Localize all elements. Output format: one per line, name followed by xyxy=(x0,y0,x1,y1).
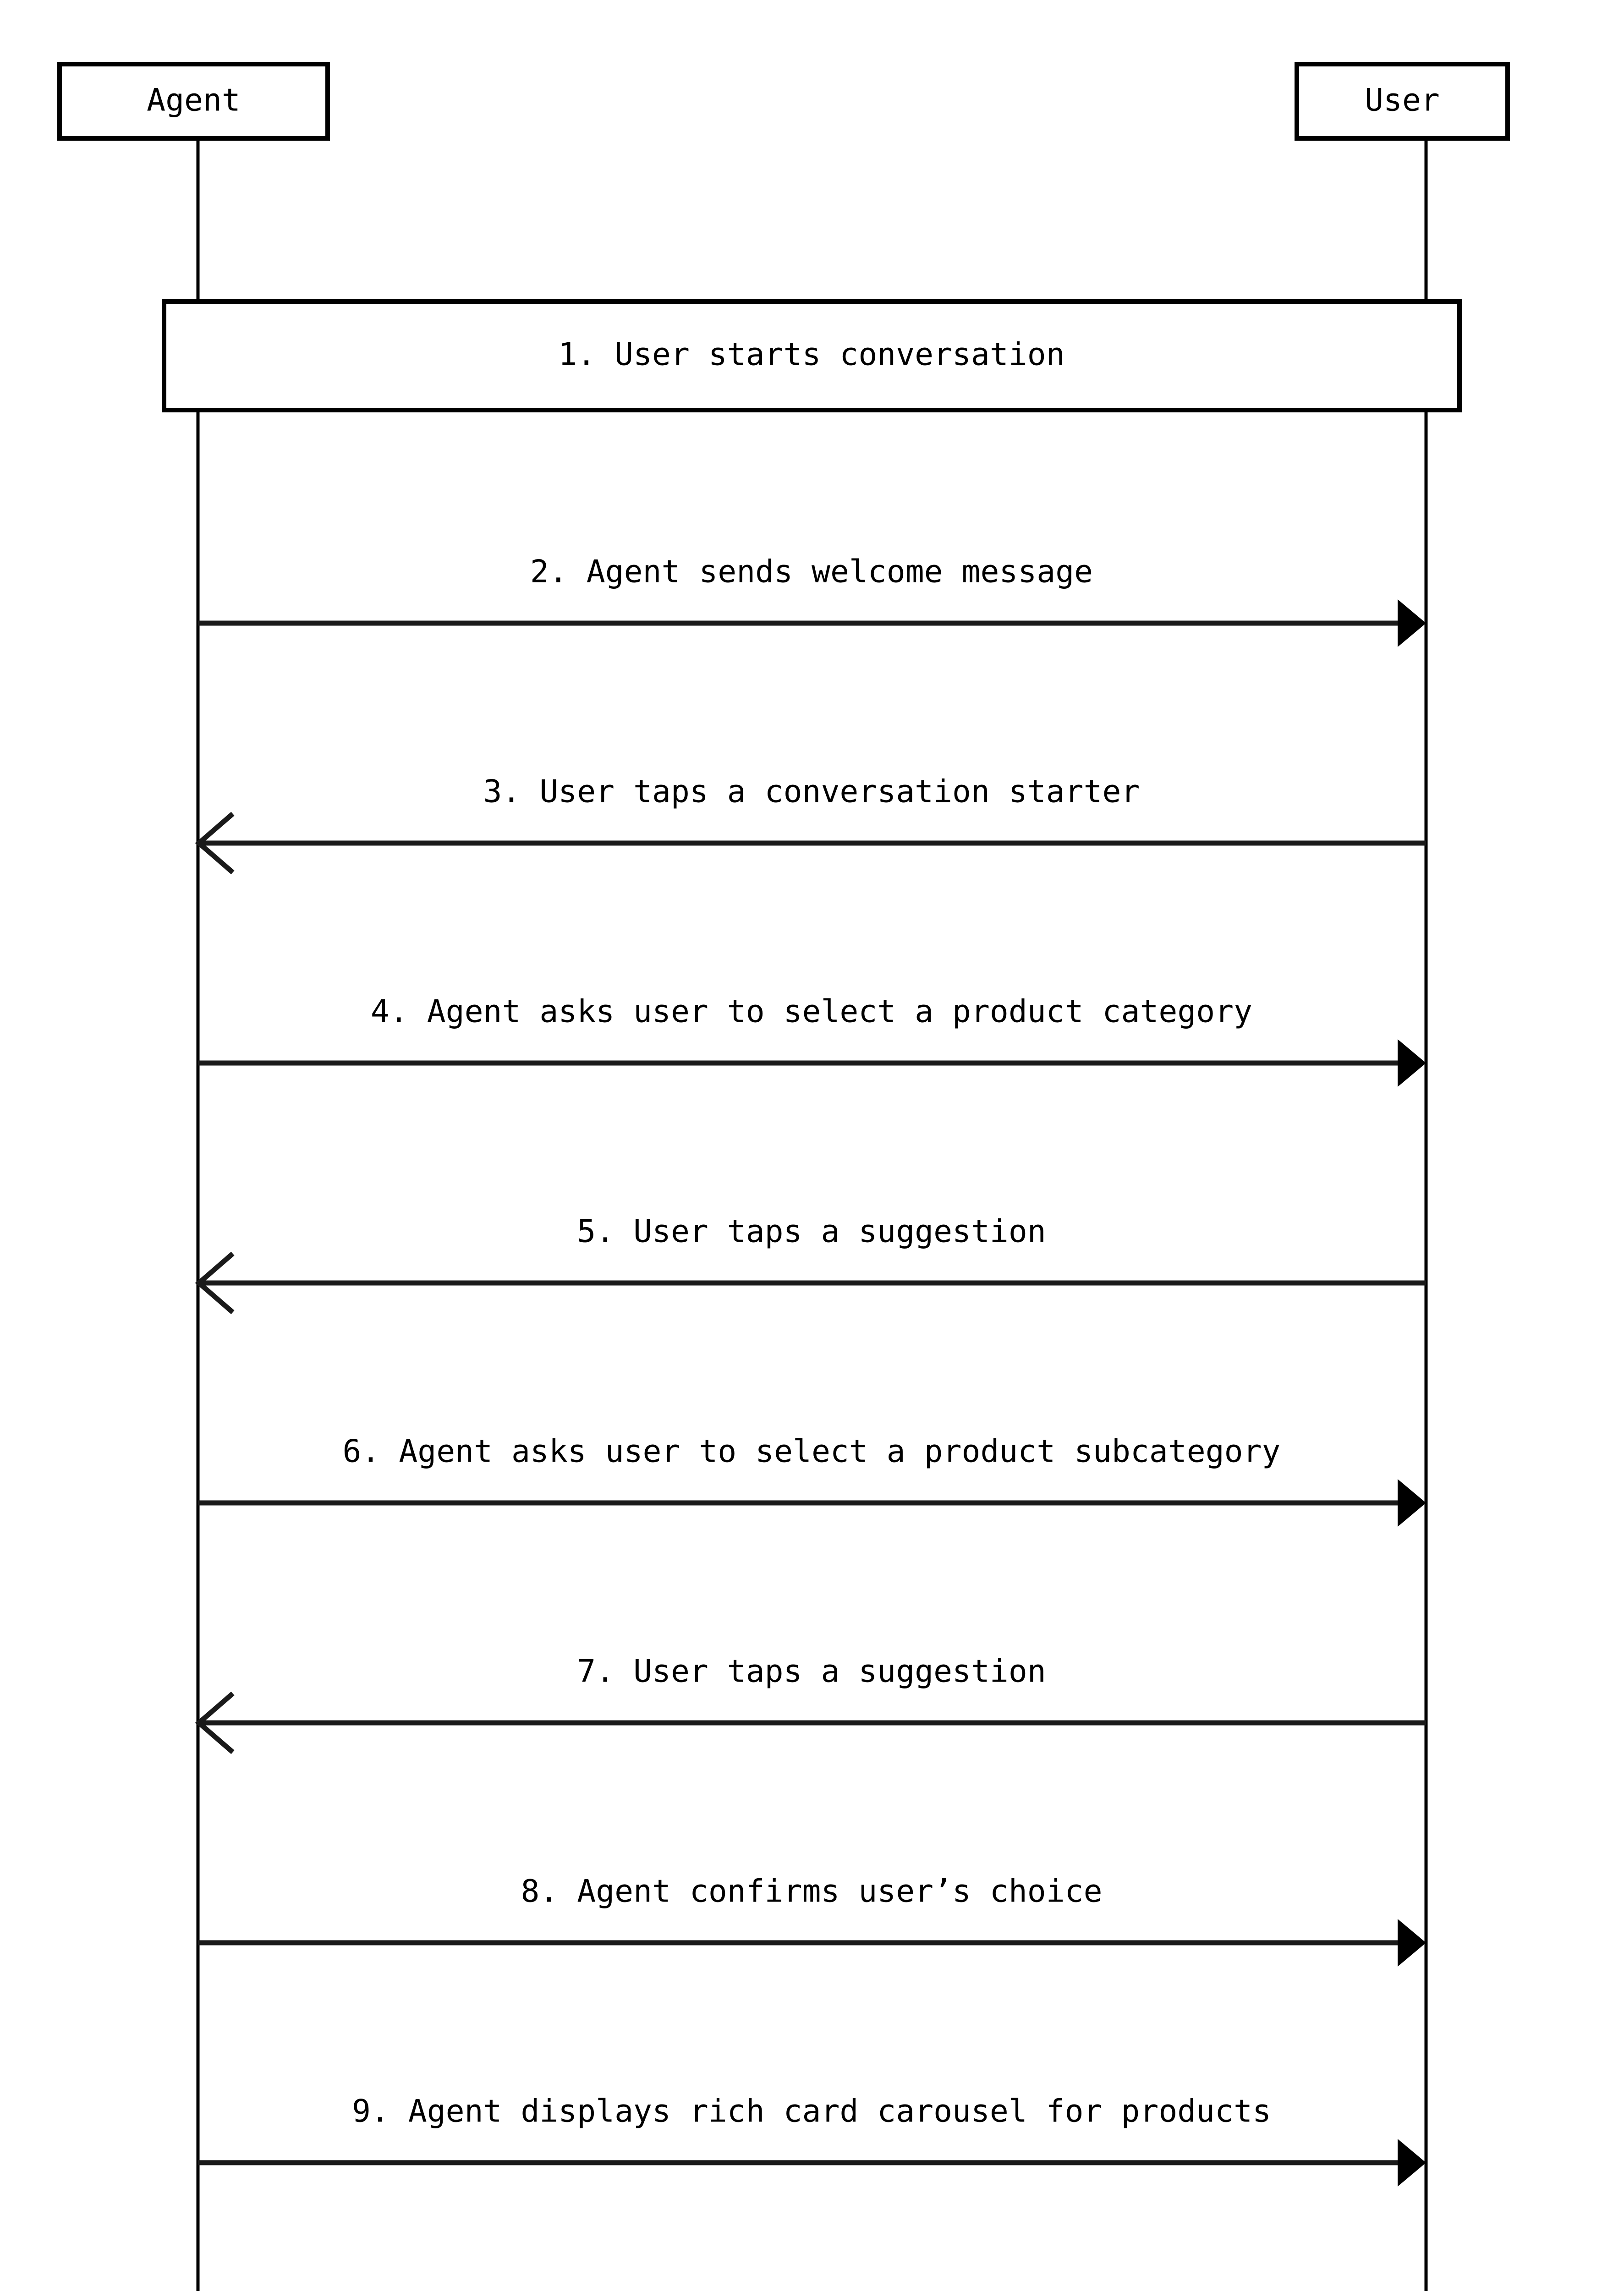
participant-boxes-layer: AgentUserAgentUser xyxy=(57,62,1510,141)
message-label-5: 5. User taps a suggestion xyxy=(577,1214,1046,1250)
message-8[interactable]: 8. Agent confirms user’s choice xyxy=(198,1874,1426,1967)
message-arrowhead-filled-6 xyxy=(1398,1479,1426,1527)
message-label-9: 9. Agent displays rich card carousel for… xyxy=(352,2094,1271,2130)
participant-box-top-user[interactable] xyxy=(1295,62,1510,141)
message-label-6: 6. Agent asks user to select a product s… xyxy=(343,1434,1281,1470)
message-arrowhead-filled-8 xyxy=(1398,1919,1426,1967)
message-label-3: 3. User taps a conversation starter xyxy=(483,774,1140,810)
participant-top-user[interactable]: User xyxy=(1295,62,1510,141)
message-arrowhead-open-7 xyxy=(195,1691,235,1754)
participant-top-agent[interactable]: Agent xyxy=(57,62,330,141)
message-arrowhead-open-5 xyxy=(195,1251,235,1315)
message-label-2: 2. Agent sends welcome message xyxy=(530,554,1093,590)
participant-label-top-user: User xyxy=(1365,82,1440,119)
message-3[interactable]: 3. User taps a conversation starter xyxy=(195,774,1426,875)
message-4[interactable]: 4. Agent asks user to select a product c… xyxy=(198,994,1426,1087)
message-2[interactable]: 2. Agent sends welcome message xyxy=(198,554,1426,647)
message-label-8: 8. Agent confirms user’s choice xyxy=(521,1874,1102,1910)
messages-layer: 2. Agent sends welcome message 3. User ta… xyxy=(195,554,1426,2187)
message-9[interactable]: 9. Agent displays rich card carousel for… xyxy=(198,2094,1426,2187)
participant-label-top-agent: Agent xyxy=(147,82,241,119)
note-box-1 xyxy=(162,299,1462,412)
message-7[interactable]: 7. User taps a suggestion xyxy=(195,1654,1426,1754)
notes-layer: 1. User starts conversation xyxy=(162,299,1462,412)
message-label-4: 4. Agent asks user to select a product c… xyxy=(371,994,1252,1030)
message-arrowhead-open-3 xyxy=(195,811,235,875)
participant-box-top-agent[interactable] xyxy=(57,62,330,141)
message-6[interactable]: 6. Agent asks user to select a product s… xyxy=(198,1434,1426,1527)
message-arrowhead-filled-9 xyxy=(1398,2139,1426,2187)
message-label-7: 7. User taps a suggestion xyxy=(577,1654,1046,1690)
note-label-1: 1. User starts conversation xyxy=(558,337,1064,373)
message-arrowhead-filled-2 xyxy=(1398,599,1426,647)
message-5[interactable]: 5. User taps a suggestion xyxy=(195,1214,1426,1315)
message-arrowhead-filled-4 xyxy=(1398,1039,1426,1087)
lifelines-layer xyxy=(196,138,1428,2291)
note-1: 1. User starts conversation xyxy=(162,299,1462,412)
